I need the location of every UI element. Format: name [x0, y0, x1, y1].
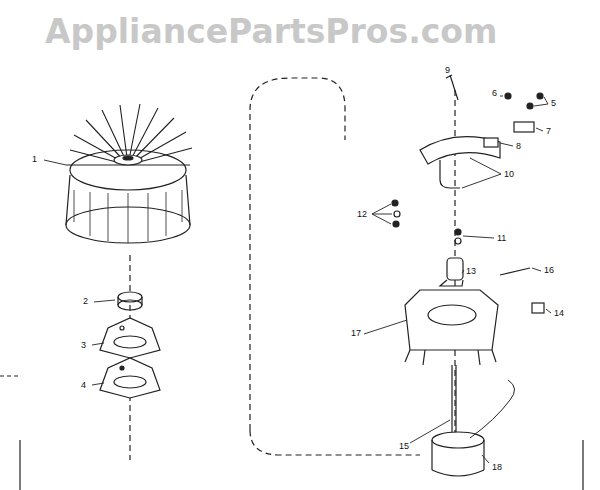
callout-number: 14 — [553, 308, 565, 318]
callout-number: 11 — [496, 233, 507, 243]
callout-number: 12 — [356, 209, 368, 219]
callout-number: 16 — [543, 265, 555, 275]
callout-number: 9 — [444, 65, 451, 75]
callout-number: 7 — [545, 126, 552, 136]
callout-number: 10 — [503, 169, 515, 179]
callout-number: 13 — [465, 266, 477, 276]
callout-number: 2 — [82, 296, 89, 306]
callout-number: 15 — [398, 441, 410, 451]
callout-number: 1 — [31, 154, 38, 164]
watermark: AppliancePartsPros.com — [45, 12, 497, 52]
callout-number: 6 — [491, 88, 498, 98]
callout-number: 8 — [515, 141, 522, 151]
callout-number: 4 — [80, 380, 87, 390]
callout-number: 3 — [80, 340, 87, 350]
callout-number: 17 — [350, 328, 362, 338]
callout-number: 18 — [491, 462, 503, 472]
callout-number: 5 — [550, 98, 557, 108]
